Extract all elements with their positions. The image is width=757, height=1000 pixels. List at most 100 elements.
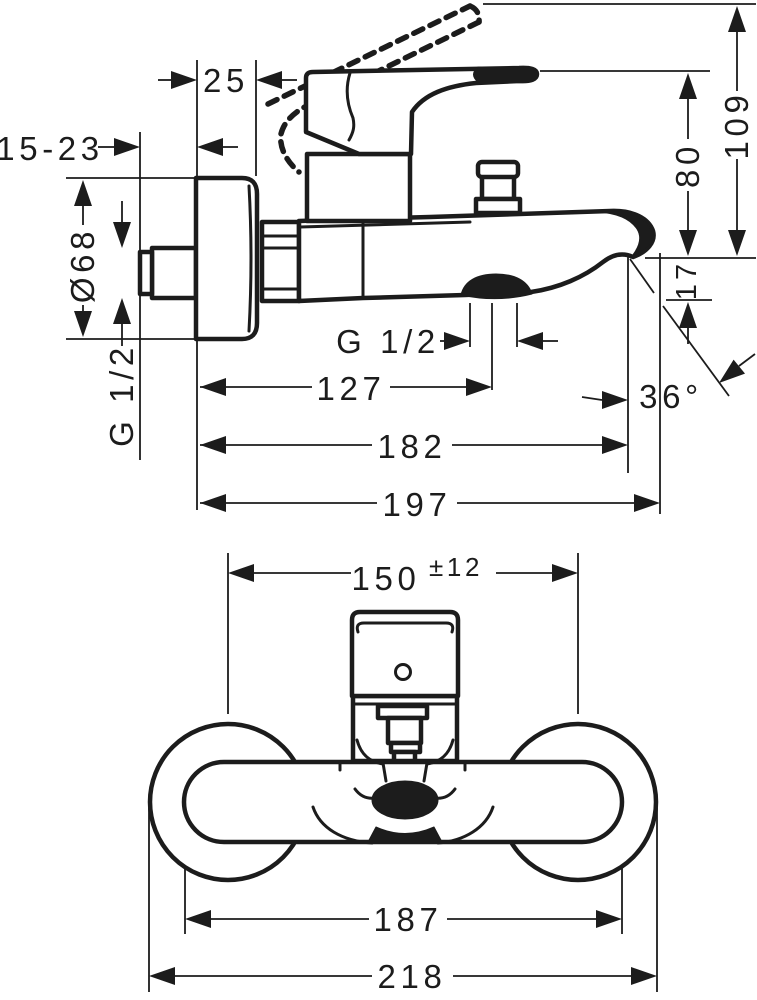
dim-overall-width: 218	[149, 958, 657, 995]
arrow-up-icon	[728, 6, 746, 32]
dim-o68-label: Ø68	[64, 227, 101, 303]
dim-197-label: 197	[383, 486, 452, 523]
dim-109-label: 109	[718, 91, 755, 160]
dim-15-23-label: 15-23	[0, 130, 104, 167]
open-lever-skirt	[277, 100, 316, 175]
front-view: 150 ±12 187 218	[147, 552, 659, 995]
arrow-up-icon	[679, 73, 697, 99]
dim-150-tolerance-label: ±12	[429, 552, 483, 582]
escutcheon-side	[193, 175, 260, 342]
dim-tip-drop: 17	[671, 260, 703, 344]
dim-25-label: 25	[203, 62, 249, 99]
handle-joint-curve	[345, 71, 356, 142]
open-lever-tip	[467, 3, 482, 25]
lever-front-line	[355, 621, 455, 634]
arrow-up-icon	[113, 298, 131, 324]
shoulder-arc-left	[355, 738, 385, 766]
spout-bottom-view	[311, 761, 495, 845]
shoulder-arc-right	[425, 738, 455, 766]
spout	[296, 208, 656, 304]
arrow-left-icon	[149, 967, 175, 985]
arrow-left-icon	[185, 910, 211, 928]
arrow-right-icon	[444, 332, 470, 350]
arrow-right-icon	[171, 71, 197, 89]
arrow-right-icon	[631, 967, 657, 985]
nipple-end	[137, 249, 155, 297]
dim-17-label: 17	[671, 260, 703, 300]
arrow-down-icon	[74, 311, 92, 337]
arrow-left-icon	[228, 564, 254, 582]
arrow-right-icon	[602, 436, 628, 454]
arrow-up-icon	[679, 302, 697, 328]
arrow-right-icon	[634, 494, 660, 512]
arrow-down-icon	[679, 230, 697, 256]
arrow-down-icon	[113, 222, 131, 248]
neck-left	[381, 761, 388, 783]
dim-wall-to-outlet: 127	[200, 370, 492, 407]
diverter-base	[473, 196, 523, 216]
cartridge-step-4	[391, 749, 418, 764]
neck-right	[422, 761, 429, 783]
arrow-down-icon	[728, 230, 746, 256]
handle-closed	[303, 65, 540, 157]
diverter-knob	[473, 159, 523, 216]
dim-wall-distance: 15-23	[0, 130, 238, 167]
front-extension-lines	[148, 553, 658, 992]
dim-connection-distance: 150 ±12	[228, 552, 578, 597]
arrow-right-icon	[602, 391, 628, 409]
dim-escutcheon-depth: 25	[158, 62, 297, 99]
dim-height-overall: 109	[718, 6, 755, 256]
spout-top-inner-line	[298, 220, 472, 229]
handle-front-body	[349, 609, 461, 699]
diverter-cap	[475, 159, 521, 180]
dim-218-label: 218	[378, 958, 447, 995]
aerator-base-black	[367, 826, 443, 843]
lever-tip-black	[473, 66, 539, 83]
arrow-right-icon	[466, 378, 492, 396]
dim-outlet-thread: G 1/2	[336, 323, 558, 360]
dim-187-label: 187	[374, 901, 443, 938]
dim-body-width: 187	[185, 901, 622, 938]
nipple-body	[149, 245, 199, 301]
union-nut	[259, 219, 302, 304]
dim-36-label: 36°	[639, 378, 703, 415]
spout-outline	[296, 208, 656, 304]
arrow-up-icon	[74, 180, 92, 206]
arrow-left-icon	[256, 71, 282, 89]
arrow-right-icon	[114, 138, 140, 156]
dim-182-label: 182	[378, 428, 447, 465]
cartridge-step-2	[385, 715, 424, 746]
dim-height-to-handle: 80	[669, 73, 706, 256]
aerator	[371, 780, 439, 820]
spout-tip-black	[597, 210, 653, 257]
angle-line-long	[662, 305, 730, 397]
wall-nipple	[137, 245, 199, 301]
dim-wall-to-tip: 182	[200, 428, 628, 465]
outlet-dome	[460, 273, 533, 300]
dim-150-label: 150	[352, 560, 421, 597]
open-lever-top-edge	[265, 3, 473, 107]
arrow-left-icon	[197, 138, 223, 156]
dim-g12-outlet-label: G 1/2	[336, 323, 440, 360]
body-block	[304, 151, 413, 224]
dim-total-projection: 197	[200, 486, 660, 523]
arrow-diagonal-icon	[719, 359, 745, 383]
arrow-left-icon	[517, 332, 543, 350]
handle-dot-icon	[394, 663, 412, 681]
dim-127-label: 127	[317, 370, 386, 407]
dim-wall-thread: G 1/2	[103, 201, 140, 447]
spout-arc-right	[436, 805, 495, 845]
dim-80-label: 80	[669, 142, 706, 188]
escutcheon-outline	[193, 175, 260, 342]
mixer-body	[304, 151, 413, 224]
handle-front	[349, 609, 461, 766]
angle-line-short	[629, 258, 655, 294]
spout-arc-left	[311, 805, 374, 845]
dim-escutcheon-diameter: Ø68	[64, 180, 101, 337]
diverter-stem	[479, 173, 517, 202]
dim-g12-wall-label: G 1/2	[103, 343, 140, 447]
arrow-right-icon	[552, 564, 578, 582]
dim-spout-angle: 36°	[581, 353, 756, 415]
